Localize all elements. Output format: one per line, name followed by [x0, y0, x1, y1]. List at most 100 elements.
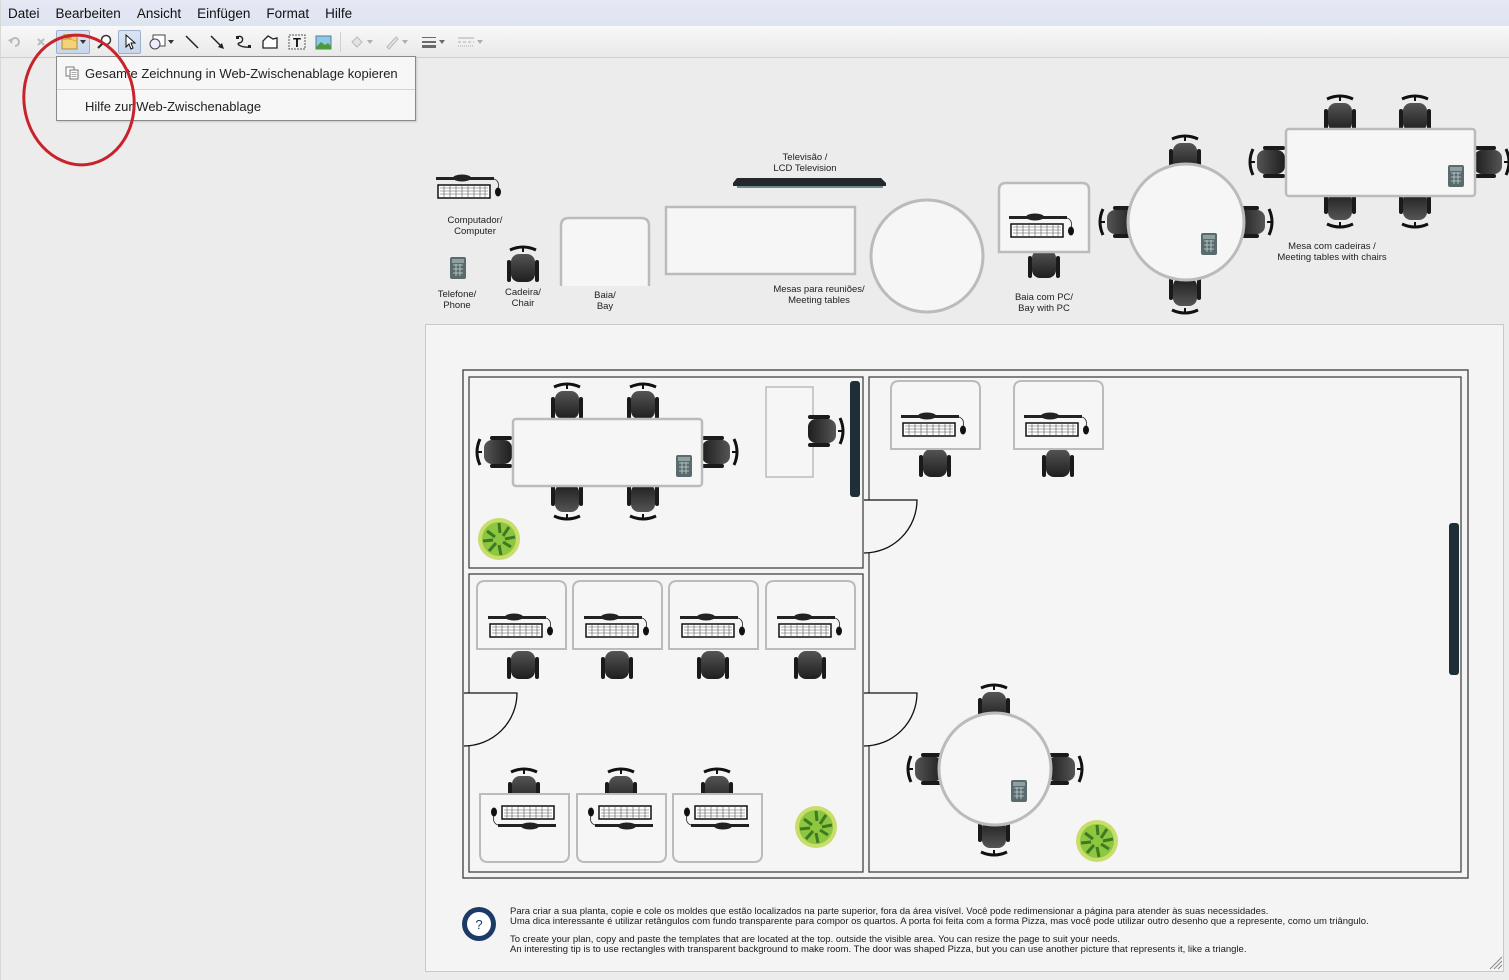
bay-4[interactable]: [765, 580, 856, 681]
round-table-group[interactable]: [905, 682, 1085, 858]
select-button[interactable]: [118, 30, 141, 54]
svg-text:T: T: [293, 35, 301, 50]
computer-stencil[interactable]: [435, 173, 502, 199]
line-button[interactable]: [182, 30, 202, 54]
meeting-tables-label: Mesas para reuniões/Meeting tables: [763, 284, 875, 306]
magnifier-icon: [97, 34, 112, 49]
connector-icon: [236, 35, 252, 48]
line-style-button[interactable]: [454, 30, 486, 54]
menu-einfuegen[interactable]: Einfügen: [197, 5, 251, 21]
bay-5[interactable]: [479, 766, 570, 863]
bay-with-pc-stencil[interactable]: [997, 181, 1091, 280]
help-text-pt-1: Para criar a sua planta, copie e cole os…: [510, 906, 1269, 917]
bay-row-bottom: [479, 766, 763, 863]
phone-stencil[interactable]: [449, 256, 467, 280]
label-line: Phone: [443, 299, 471, 311]
text-box-icon: T: [288, 34, 306, 50]
bay-7[interactable]: [672, 766, 763, 863]
resize-grip[interactable]: [1489, 956, 1503, 970]
undo-icon: [8, 37, 20, 47]
line-width-button[interactable]: [418, 30, 448, 54]
shape-button[interactable]: [146, 30, 176, 54]
menu-item-clipboard-help[interactable]: Hilfe zur Web-Zwischenablage: [57, 90, 415, 122]
web-clipboard-button[interactable]: [56, 30, 90, 54]
label-line: Telefone/: [437, 289, 477, 300]
side-desk[interactable]: [765, 386, 814, 478]
door-meeting[interactable]: [863, 499, 918, 554]
meeting-table-group[interactable]: [474, 381, 740, 522]
text-button[interactable]: T: [286, 30, 308, 54]
computer-label: Computador/Computer: [441, 215, 509, 237]
shape-icon: [149, 34, 165, 50]
menu-bar: Datei Bearbeiten Ansicht Einfügen Format…: [1, 0, 1509, 26]
bay-1[interactable]: [476, 580, 567, 681]
drawing-page[interactable]: ? Para criar a sua planta, copie e cole …: [425, 324, 1504, 972]
zoom-button[interactable]: [94, 30, 114, 54]
bay-label: Baia/Bay: [577, 290, 633, 312]
polygon-icon: [262, 35, 278, 49]
label-line: Computer: [454, 225, 496, 237]
menu-item-label: Hilfe zur Web-Zwischenablage: [85, 98, 262, 114]
round-table-stencil[interactable]: [869, 198, 985, 314]
undo-button[interactable]: [6, 30, 24, 54]
floor-plan: ?: [462, 369, 1503, 970]
menu-hilfe[interactable]: Hilfe: [325, 5, 353, 21]
meeting-table-rect-stencil[interactable]: [664, 205, 857, 276]
bay-2[interactable]: [572, 580, 663, 681]
door-right-office[interactable]: [863, 692, 918, 747]
line-style-icon: [458, 37, 474, 47]
label-line: Baia com PC/: [1014, 292, 1074, 303]
bay-pc-label: Baia com PC/Bay with PC: [1003, 292, 1085, 314]
phone-label: Telefone/Phone: [429, 289, 485, 311]
label-line: Computador/: [447, 215, 503, 226]
pointer-icon: [125, 34, 136, 50]
menu-ansicht[interactable]: Ansicht: [136, 5, 182, 21]
fill-bucket-icon: [351, 36, 363, 48]
rect-table-with-chairs-stencil[interactable]: [1247, 93, 1509, 230]
line-width-icon: [422, 37, 436, 48]
help-text-en-1: To create your plan, copy and paste the …: [510, 934, 1120, 945]
round-table-with-chairs-stencil[interactable]: [1097, 133, 1275, 316]
bay-9[interactable]: [1013, 380, 1104, 479]
help-text-pt-2: Uma dica interessante é utilizar retângu…: [510, 916, 1369, 927]
plant[interactable]: [476, 516, 522, 562]
chevron-down-icon: [167, 40, 174, 44]
menu-datei[interactable]: Datei: [8, 5, 40, 21]
bay-8[interactable]: [890, 380, 981, 479]
chevron-down-icon: [402, 40, 408, 44]
toolbar: T: [1, 26, 1509, 58]
chevron-down-icon: [477, 40, 483, 44]
polygon-button[interactable]: [260, 30, 280, 54]
redo-button[interactable]: [32, 30, 50, 54]
bay-stencil[interactable]: [559, 216, 651, 286]
toolbar-separator: [340, 32, 341, 52]
copy-icon: [65, 66, 79, 80]
menu-item-copy-drawing[interactable]: Gesamte Zeichnung in Web-Zwischenablage …: [57, 57, 415, 89]
arrow-button[interactable]: [207, 30, 227, 54]
image-icon: [315, 35, 331, 49]
menu-bearbeiten[interactable]: Bearbeiten: [55, 5, 121, 21]
line-color-button[interactable]: [381, 30, 411, 54]
tv-wall-right[interactable]: [1449, 523, 1459, 675]
tv-wall-left[interactable]: [850, 381, 860, 497]
pen-icon: [386, 36, 399, 50]
label-line: Cadeira/: [505, 287, 541, 298]
plant[interactable]: [1074, 818, 1120, 864]
plant[interactable]: [793, 804, 839, 850]
door-left-office[interactable]: [463, 692, 518, 747]
outer-wall: [462, 369, 1469, 879]
menu-format[interactable]: Format: [266, 5, 310, 21]
chevron-down-icon: [367, 40, 373, 44]
fill-color-button[interactable]: [346, 30, 376, 54]
label-line: Chair: [511, 297, 535, 309]
bay-6[interactable]: [576, 766, 667, 863]
label-line: Bay: [596, 300, 614, 312]
bay-3[interactable]: [668, 580, 759, 681]
connector-button[interactable]: [233, 30, 255, 54]
image-button[interactable]: [312, 30, 334, 54]
tv-stencil[interactable]: [733, 178, 886, 186]
label-line: Mesas para reuniões/: [773, 284, 865, 295]
help-text-en-2: An interesting tip is to use rectangles …: [510, 944, 1247, 955]
chair-stencil[interactable]: [505, 244, 541, 284]
